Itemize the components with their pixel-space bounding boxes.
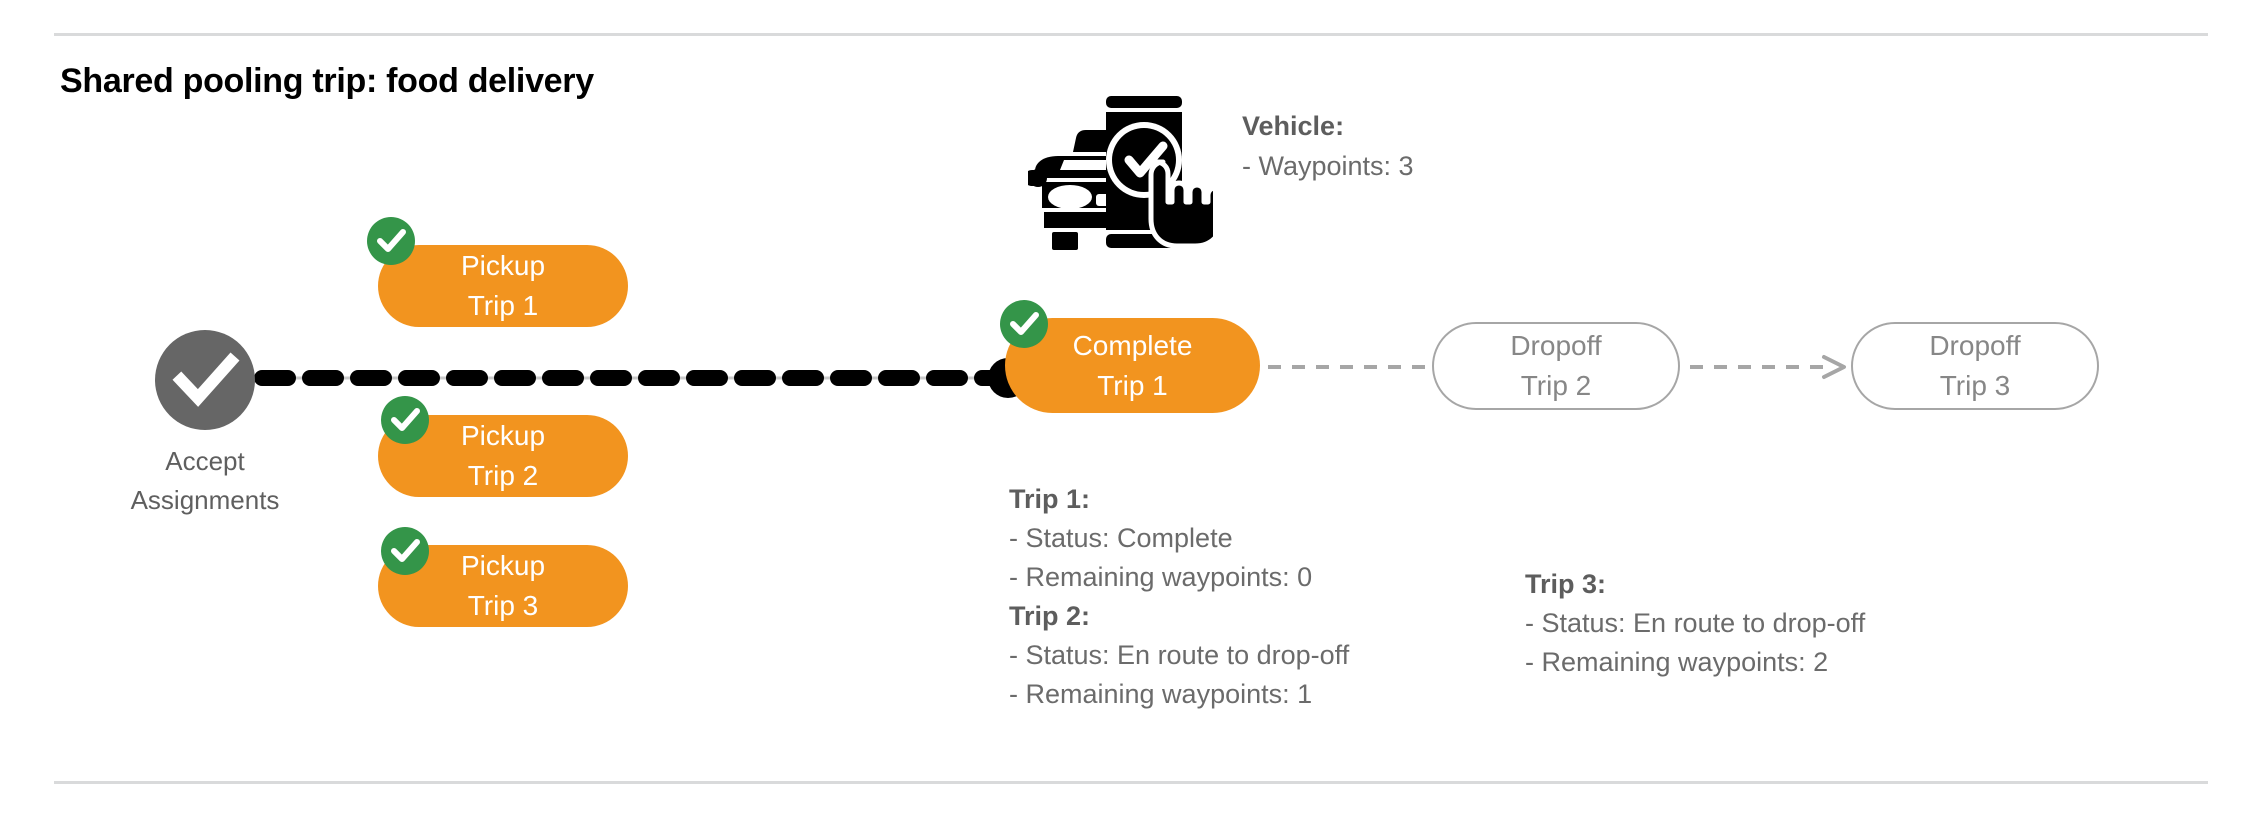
check-badge-icon: [381, 396, 429, 444]
dropoff-trip-2-line-1: Dropoff: [1510, 330, 1602, 361]
check-badge-icon: [1000, 300, 1048, 348]
pickup-trip-3-line-1: Pickup: [460, 550, 546, 581]
trip-2-heading: Trip 2:: [1009, 601, 1091, 631]
pickup-trip-2-node[interactable]: Pickup Trip 2: [378, 415, 628, 497]
divider-top: [54, 33, 2208, 36]
pickup-trip-1-line-1: Pickup: [460, 250, 546, 281]
complete-trip-1-line-2: Trip 1: [1097, 369, 1168, 401]
trip-1-heading: Trip 1:: [1009, 484, 1091, 514]
trip-2-waypoints: - Remaining waypoints: 1: [1009, 679, 1313, 709]
trip-3-heading: Trip 3:: [1525, 569, 1607, 599]
dropoff-trip-2-line-2: Trip 2: [1520, 370, 1592, 401]
vehicle-info-heading: Vehicle:: [1242, 111, 1345, 141]
trip-1-status: - Status: Complete: [1009, 523, 1233, 553]
accept-assignments-node[interactable]: Accept Assignments: [131, 330, 279, 515]
dropoff-trip-2-node[interactable]: Dropoff Trip 2: [1432, 322, 1680, 410]
divider-bottom: [54, 781, 2208, 784]
accept-label-line-2: Assignments: [130, 485, 280, 515]
trip-details-left: Trip 1: - Status: Complete - Remaining w…: [1009, 480, 1349, 714]
check-badge-icon: [381, 527, 429, 575]
dropoff-trip-3-line-1: Dropoff: [1929, 330, 2021, 361]
accept-label-line-1: Accept: [165, 446, 245, 476]
car-phone-check-icon: [1024, 90, 1225, 252]
pickup-trip-2-line-2: Trip 2: [467, 460, 539, 491]
trip-3-waypoints: - Remaining waypoints: 2: [1525, 647, 1829, 677]
vehicle-waypoints: - Waypoints: 3: [1242, 151, 1414, 181]
pickup-trip-1-node[interactable]: Pickup Trip 1: [378, 245, 628, 327]
trip-3-status: - Status: En route to drop-off: [1525, 608, 1866, 638]
dropoff-trip-3-node[interactable]: Dropoff Trip 3: [1851, 322, 2099, 410]
trip-1-waypoints: - Remaining waypoints: 0: [1009, 562, 1313, 592]
trip-2-status: - Status: En route to drop-off: [1009, 640, 1350, 670]
pickup-trip-3-line-2: Trip 3: [467, 590, 539, 621]
pickup-trip-1-line-2: Trip 1: [467, 290, 539, 321]
accept-assignments-label: Accept Assignments: [95, 442, 315, 520]
check-badge-icon: [367, 217, 415, 265]
complete-trip-1-line-1: Complete: [1072, 329, 1193, 361]
vehicle-info-block: Vehicle: - Waypoints: 3: [1242, 106, 1414, 186]
dropoff-trip-3-line-2: Trip 3: [1939, 370, 2011, 401]
page-title: Shared pooling trip: food delivery: [60, 62, 594, 100]
trip-details-right: Trip 3: - Status: En route to drop-off -…: [1525, 565, 1865, 682]
check-circle-icon: [155, 330, 255, 430]
pickup-trip-2-line-1: Pickup: [460, 420, 546, 451]
complete-trip-1-node[interactable]: Complete Trip 1: [1005, 318, 1260, 413]
